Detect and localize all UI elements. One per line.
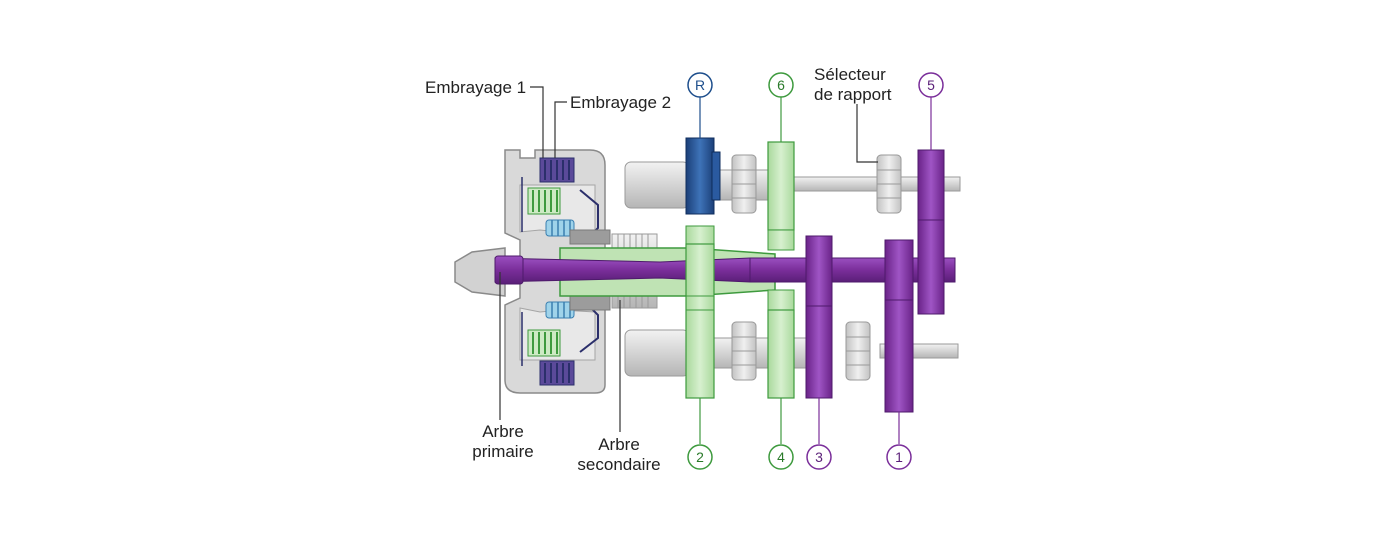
gear-6 xyxy=(767,141,795,251)
marker-6: 6 xyxy=(768,72,794,98)
marker-6-label: 6 xyxy=(777,77,785,93)
marker-1: 1 xyxy=(886,444,912,470)
marker-3-label: 3 xyxy=(815,449,823,465)
synchro-lower-2 xyxy=(845,321,871,381)
marker-reverse-label: R xyxy=(695,77,705,93)
gear-5 xyxy=(917,149,945,315)
gear-4 xyxy=(767,289,795,399)
gear-3 xyxy=(805,235,833,399)
marker-5: 5 xyxy=(918,72,944,98)
marker-5-label: 5 xyxy=(927,77,935,93)
gear-selector-synchro xyxy=(876,154,902,214)
marker-2: 2 xyxy=(687,444,713,470)
label-secondary-line1: Arbre xyxy=(598,435,640,454)
marker-4-label: 4 xyxy=(777,449,785,465)
label-primary-line1: Arbre xyxy=(482,422,524,441)
marker-reverse: R xyxy=(687,72,713,98)
label-selector-line1: Sélecteur xyxy=(814,65,886,84)
synchro-lower-1 xyxy=(731,321,757,381)
gear-2 xyxy=(685,243,715,399)
marker-3: 3 xyxy=(806,444,832,470)
primary-shaft xyxy=(494,255,956,285)
label-clutch-1: Embrayage 1 xyxy=(425,78,526,97)
label-selector-line2: de rapport xyxy=(814,85,892,104)
gear-reverse xyxy=(685,137,721,245)
marker-4: 4 xyxy=(768,444,794,470)
synchro-upper-1 xyxy=(731,154,757,214)
clutch-1-plates xyxy=(527,187,561,357)
leader-lines xyxy=(499,86,932,444)
marker-2-label: 2 xyxy=(696,449,704,465)
clutch-2-plates xyxy=(539,157,575,386)
label-clutch-2: Embrayage 2 xyxy=(570,93,671,112)
gear-1 xyxy=(884,239,914,413)
marker-1-label: 1 xyxy=(895,449,903,465)
label-secondary-line2: secondaire xyxy=(577,455,660,474)
label-primary-line2: primaire xyxy=(472,442,533,461)
